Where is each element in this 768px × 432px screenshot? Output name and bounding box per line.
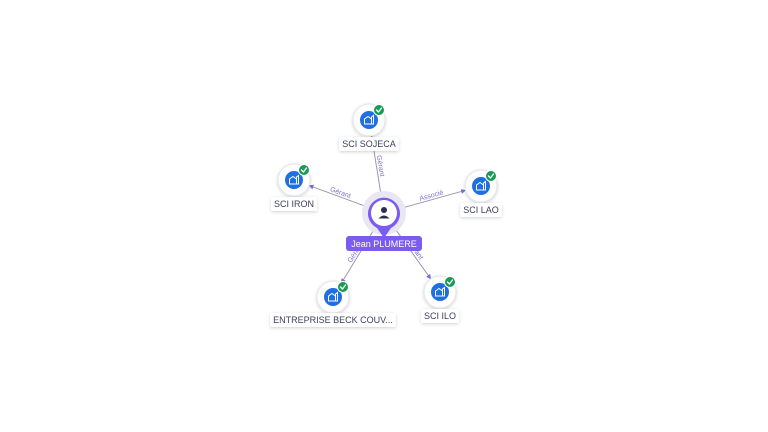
verified-check-icon	[298, 164, 310, 176]
center-label: Jean PLUMERE	[351, 239, 417, 249]
node-label: ENTREPRISE BECK COUV...	[273, 315, 393, 325]
center-label-bg	[346, 236, 422, 251]
verified-check-icon	[373, 104, 385, 116]
node-label-bg	[420, 309, 460, 323]
edge-label: Associé	[419, 189, 445, 202]
node-label: SCI IRON	[274, 199, 314, 209]
edge-line	[308, 184, 368, 208]
edge-line	[401, 189, 467, 209]
edge-label: Gérant	[375, 155, 385, 177]
person-icon	[378, 207, 390, 219]
company-node-iron[interactable]: SCI IRON	[270, 163, 318, 211]
verified-check-icon	[485, 170, 497, 182]
edge-lao: Associé	[401, 189, 467, 209]
node-label-bg	[460, 203, 502, 217]
edge-iron: Gérant	[308, 184, 368, 208]
company-node-beck[interactable]: ENTREPRISE BECK COUV...	[270, 280, 396, 327]
building-icon	[476, 180, 486, 191]
verified-check-icon	[337, 281, 349, 293]
node-label-bg	[339, 137, 399, 151]
building-icon	[289, 174, 299, 185]
edge-label: Gérant	[329, 186, 352, 200]
building-icon	[364, 114, 374, 125]
company-node-lao[interactable]: SCI LAO	[460, 169, 502, 217]
edge-ilo: Gérant	[394, 227, 432, 280]
company-node-ilo[interactable]: SCI ILO	[420, 275, 460, 323]
node-label-bg	[270, 197, 318, 211]
nodes-layer: SCI SOJECA SCI LAO SCI ILO ENTREPRISE BECK …	[270, 103, 502, 327]
node-label-bg	[270, 313, 396, 327]
building-icon	[435, 286, 445, 297]
edge-line	[394, 227, 432, 280]
building-icon	[328, 291, 338, 302]
company-node-sojeca[interactable]: SCI SOJECA	[339, 103, 399, 151]
node-label: SCI ILO	[424, 311, 456, 321]
node-label: SCI LAO	[463, 205, 499, 215]
node-label: SCI SOJECA	[342, 139, 396, 149]
center-person-node[interactable]: Jean PLUMERE	[346, 191, 422, 251]
verified-check-icon	[444, 276, 456, 288]
